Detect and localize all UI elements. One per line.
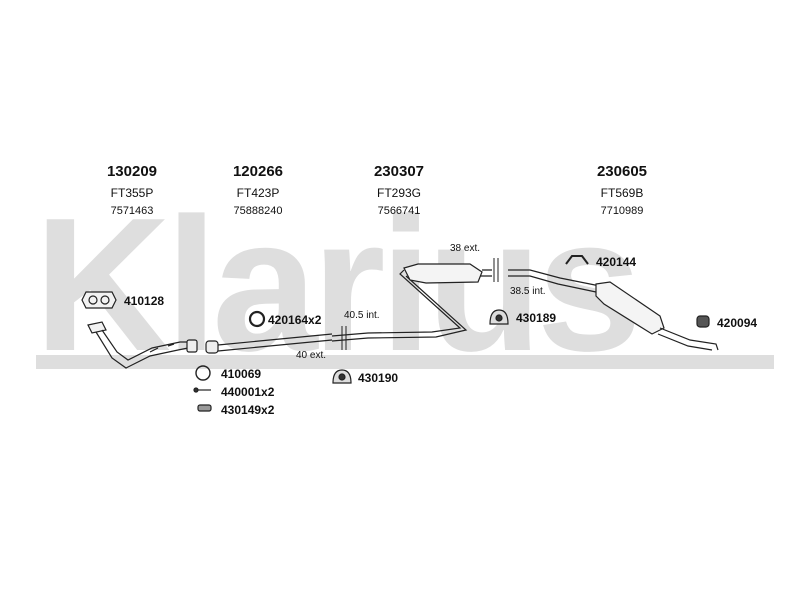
header-intermediate-pipe: 120266 FT423P 75888240 [193,163,323,218]
ring-410069-icon [195,365,211,381]
watermark-underline [36,355,774,369]
ft-code: FT423P [236,186,280,200]
dimension-38-ext: 38 ext. [450,243,481,254]
ft-code: FT569B [600,186,644,200]
mount-430189-icon [489,309,509,325]
ft-code: FT355P [110,186,154,200]
dimension-40-ext: 40 ext. [296,350,327,361]
header-rear-silencer: 230605 FT569B 7710989 [557,163,687,218]
header-front-pipe: 130209 FT355P 7571463 [67,163,197,218]
gasket-410128-icon [81,291,117,309]
label-420144: 420144 [596,255,637,269]
nut-430149-icon [197,404,212,412]
label-410069: 410069 [221,367,262,381]
clamp-420164-icon [248,310,266,328]
part-number: 230605 [596,163,648,180]
label-430190: 430190 [358,371,399,385]
oe-number: 7566741 [377,205,421,217]
mount-430190-icon [332,369,352,384]
rear-silencer-icon [508,269,719,351]
front-pipe-icon [87,321,198,369]
part-number: 230307 [373,163,425,180]
part-number: 120266 [232,163,284,180]
dimension-38-5-int: 38.5 int. [510,286,546,297]
dimension-40-5-int: 40.5 int. [344,310,380,321]
oe-number: 75888240 [233,205,283,217]
label-430189: 430189 [516,311,557,325]
label-410128: 410128 [124,294,165,308]
label-430149: 430149x2 [221,403,275,417]
oe-number: 7571463 [110,205,154,217]
oe-number: 7710989 [600,205,644,217]
hanger-420094-icon [696,315,710,328]
hanger-420144-icon [565,255,589,265]
label-420164: 420164x2 [268,313,322,327]
part-number: 130209 [106,163,158,180]
label-440001: 440001x2 [221,385,275,399]
header-centre-silencer: 230307 FT293G 7566741 [334,163,464,218]
label-420094: 420094 [717,316,758,330]
bolt-440001-icon [193,387,211,393]
klarius-watermark: Klarius [34,198,642,373]
intermediate-pipe-icon [205,333,333,354]
centre-silencer-icon [331,263,492,342]
ft-code: FT293G [376,186,421,200]
